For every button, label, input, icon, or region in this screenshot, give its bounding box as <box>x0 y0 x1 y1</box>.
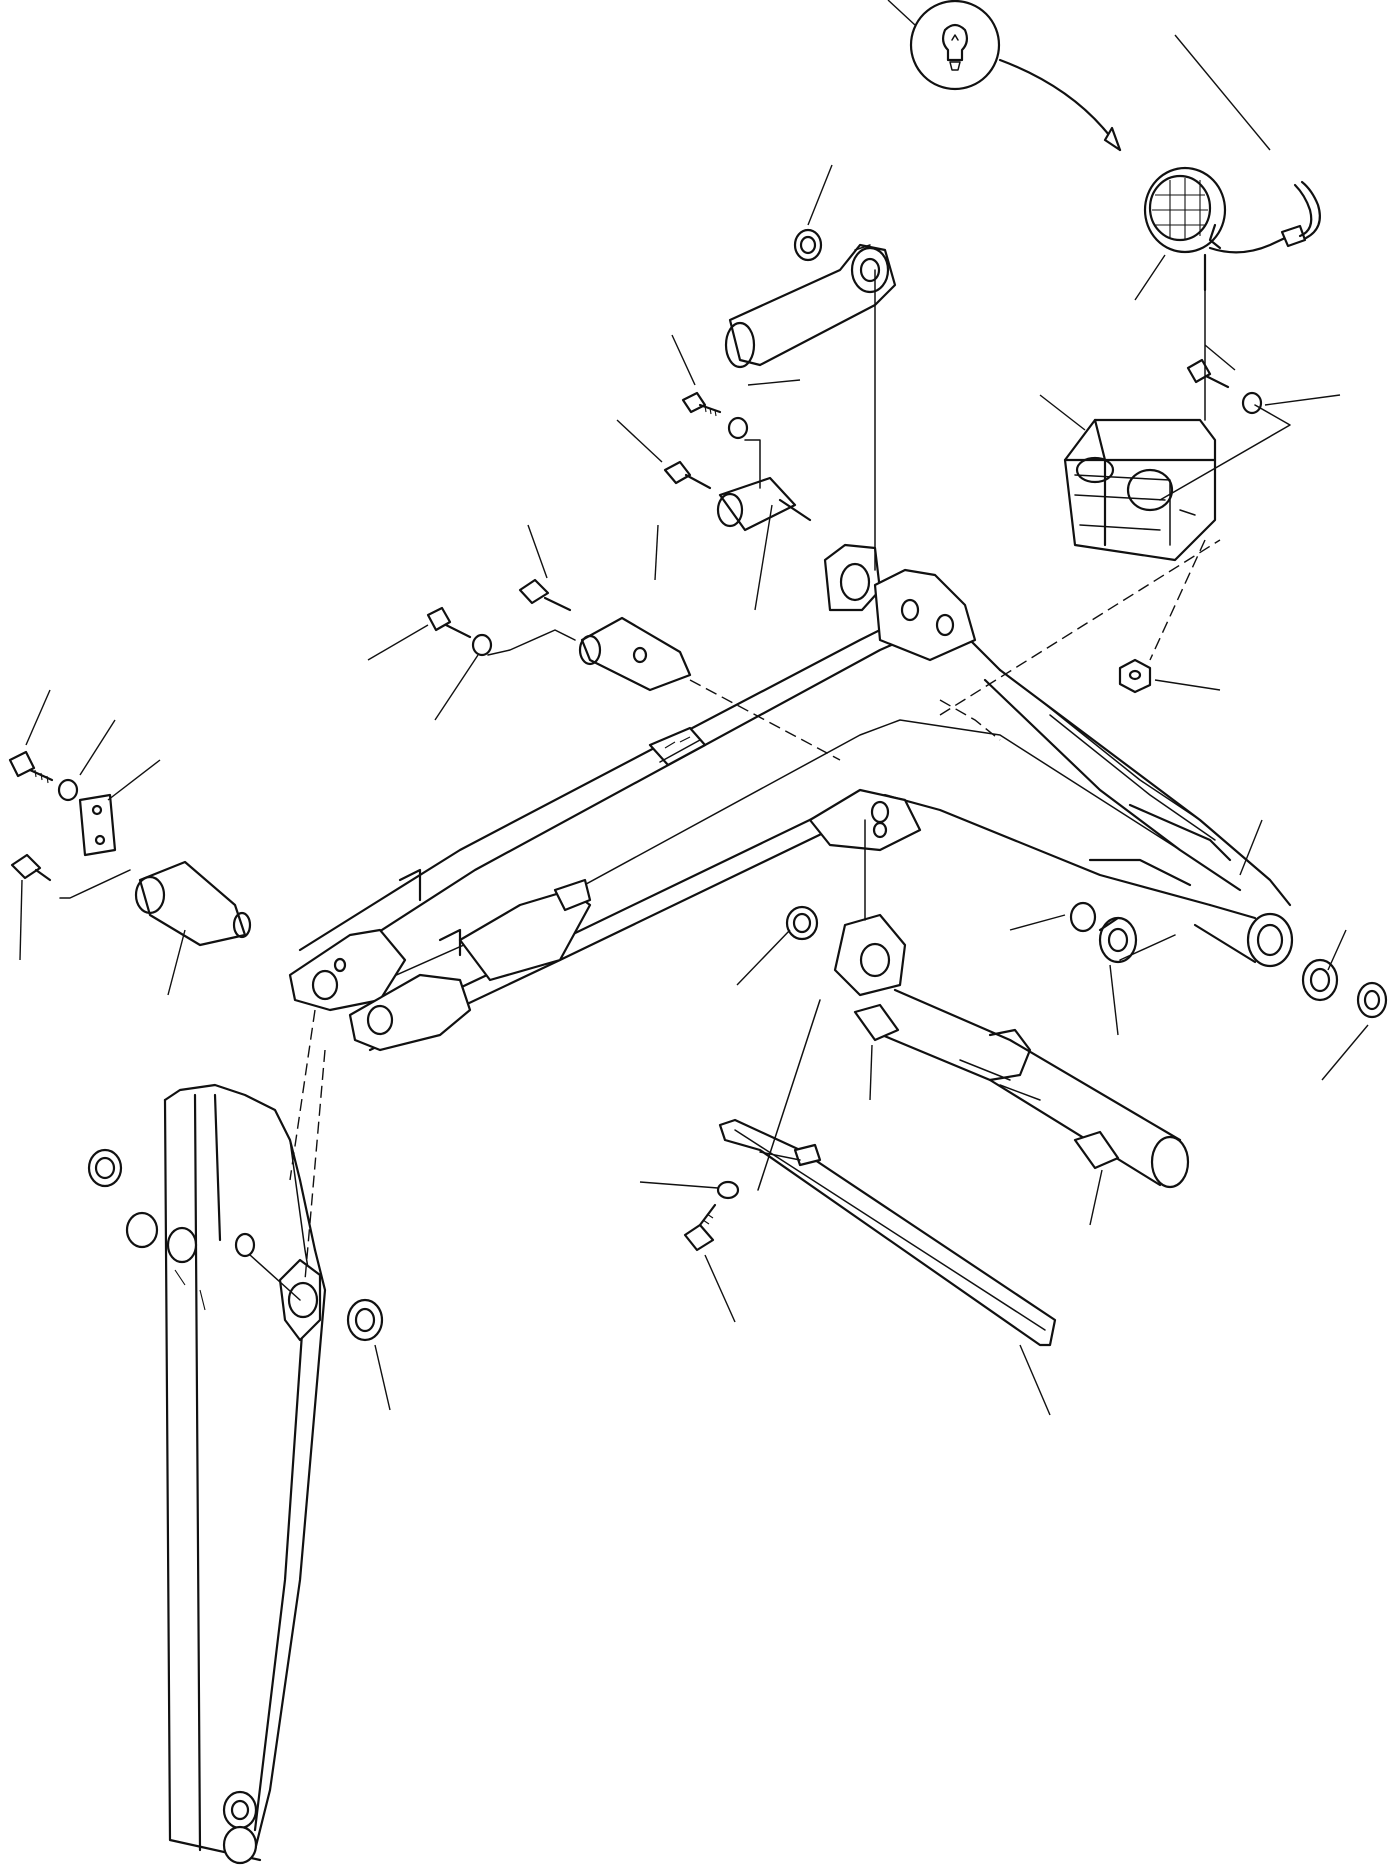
retaining-plate <box>78 793 117 857</box>
bolt <box>1186 358 1230 389</box>
nut-bolt <box>663 460 712 490</box>
washer <box>727 416 749 440</box>
boom <box>288 543 1294 1052</box>
callout-leaders <box>19 0 1369 1416</box>
pivot-pin <box>580 616 692 692</box>
nut <box>1118 658 1152 694</box>
lamp-bulb-inset <box>909 0 1122 152</box>
bolt <box>426 606 472 639</box>
hardware <box>8 228 1388 1342</box>
nut-bolt <box>518 578 572 612</box>
washer <box>57 778 79 802</box>
bolt <box>681 391 722 417</box>
nut-bolt <box>10 853 52 882</box>
bushing <box>1301 958 1339 1002</box>
washer <box>87 1148 123 1188</box>
cylinder-pin <box>718 476 797 532</box>
bolt <box>8 750 54 784</box>
upper-cylinder-rod <box>724 243 897 369</box>
dipper-arm <box>125 1083 327 1865</box>
bolt <box>683 1203 717 1252</box>
washer <box>716 1180 740 1200</box>
assembly-lines <box>289 539 1221 1281</box>
work-lamp <box>1143 166 1321 292</box>
washer <box>471 633 493 657</box>
washer <box>785 905 819 941</box>
washer <box>1241 391 1263 415</box>
lamp-guard <box>1063 418 1217 562</box>
wear-pad <box>853 1003 900 1042</box>
washer <box>346 1298 384 1342</box>
washer <box>1069 901 1097 933</box>
wear-pad <box>1073 1130 1120 1170</box>
connector-lines <box>59 269 1291 1301</box>
washer <box>793 228 823 262</box>
wear-strip <box>718 1118 1057 1347</box>
bushing <box>1098 916 1138 964</box>
pivot-pin <box>138 860 247 947</box>
washer <box>1356 981 1388 1019</box>
hydraulic-cylinder <box>833 913 1190 1189</box>
